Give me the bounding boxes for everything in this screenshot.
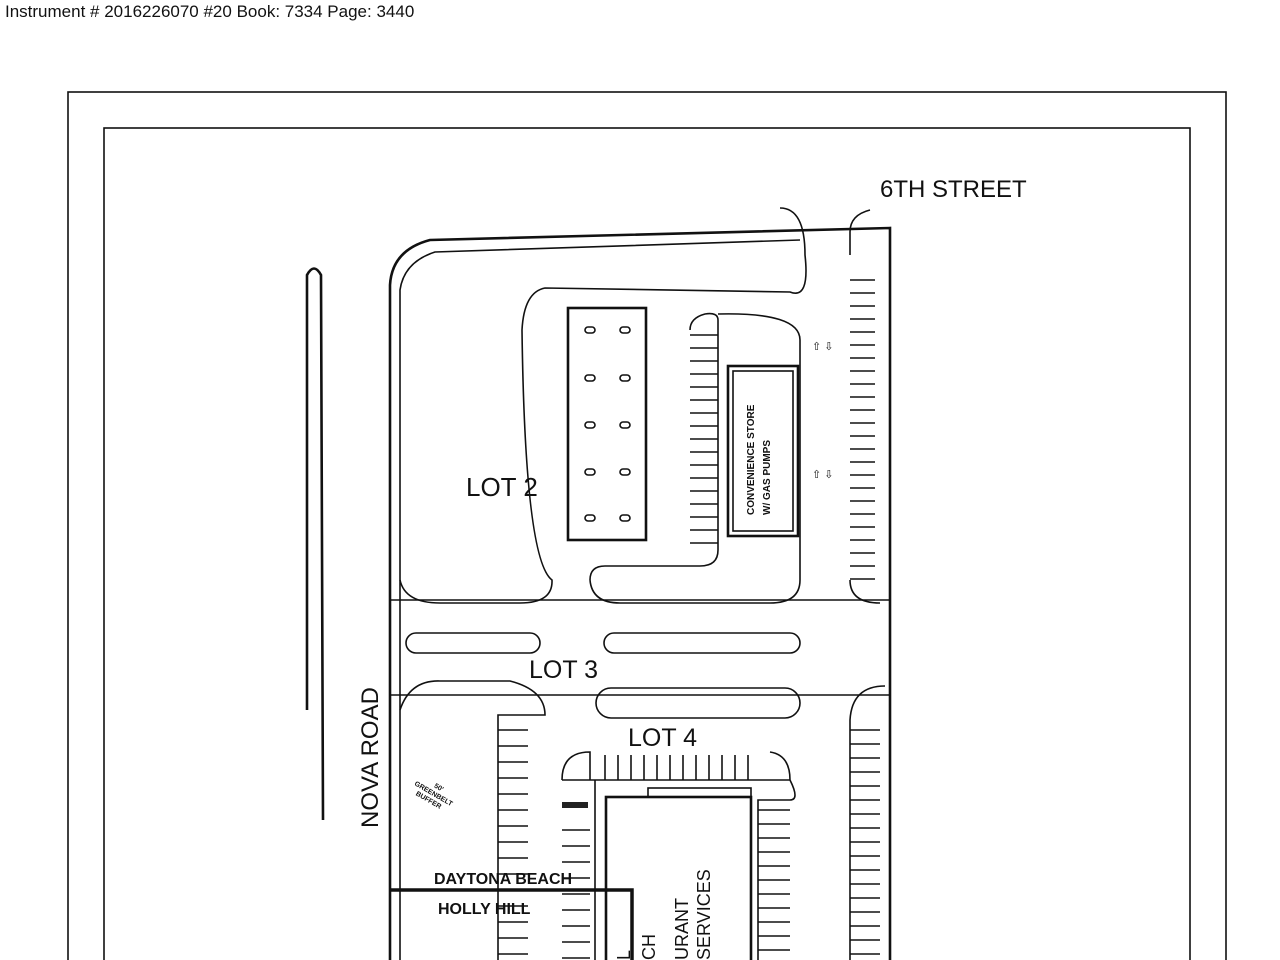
- pump-icon: [584, 514, 596, 522]
- greenbelt-buffer-label: 50' GREENBELT BUFFER: [413, 781, 454, 811]
- curb: [849, 209, 881, 604]
- pump-icon: [584, 326, 596, 334]
- hatch-mark: [562, 802, 588, 808]
- lot4-curb: [399, 680, 546, 960]
- road-label-nova: NOVA ROAD: [357, 687, 384, 828]
- pump-icon: [584, 374, 596, 382]
- fuel-pumps: [584, 326, 631, 522]
- island: [603, 632, 801, 654]
- pump-icon: [619, 374, 631, 382]
- pump-icon: [584, 468, 596, 476]
- parking-stalls: [498, 279, 880, 959]
- store-label-2: W/ GAS PUMPS: [762, 440, 773, 515]
- lot2-label: LOT 2: [466, 472, 538, 502]
- city-boundary-line: [390, 888, 634, 960]
- pump-icon: [619, 326, 631, 334]
- road-edge: [305, 267, 325, 821]
- store-label-1: CONVENIENCE STORE: [746, 404, 757, 515]
- building-curb: [561, 751, 796, 960]
- pump-icon: [619, 514, 631, 522]
- building-canopy: [647, 787, 752, 798]
- street-label-6th: 6TH STREET: [880, 176, 1027, 203]
- island: [595, 687, 801, 719]
- daytona-beach-label: DAYTONA BEACH: [434, 871, 572, 888]
- holly-hill-label: HOLLY HILL: [438, 901, 531, 918]
- partial-label: L: [614, 950, 634, 960]
- traffic-arrows: ⇧ ⇩: [812, 469, 834, 481]
- pump-icon: [584, 421, 596, 429]
- building-label-1: URANT: [672, 898, 692, 960]
- store-island: [589, 312, 801, 604]
- lot4-label: LOT 4: [628, 724, 697, 752]
- pump-icon: [619, 421, 631, 429]
- outer-frame: [67, 91, 1227, 960]
- lot3-label: LOT 3: [529, 656, 598, 684]
- inner-frame: [103, 127, 1191, 960]
- lot2-curb: [399, 207, 807, 604]
- curb-line: [399, 239, 801, 960]
- buffer-text: 50': [433, 783, 445, 794]
- traffic-arrows: ⇧ ⇩: [812, 341, 834, 353]
- store-inner-outline: [732, 370, 794, 532]
- fuel-canopy: [566, 306, 648, 542]
- partial-label: CH: [639, 934, 659, 960]
- island: [405, 632, 541, 654]
- site-boundary: [388, 226, 892, 960]
- building-label-2: SERVICES: [694, 869, 714, 960]
- instrument-header: Instrument # 2016226070 #20 Book: 7334 P…: [5, 2, 415, 21]
- curb: [849, 685, 886, 960]
- pump-icon: [619, 468, 631, 476]
- convenience-store-building: [726, 364, 800, 538]
